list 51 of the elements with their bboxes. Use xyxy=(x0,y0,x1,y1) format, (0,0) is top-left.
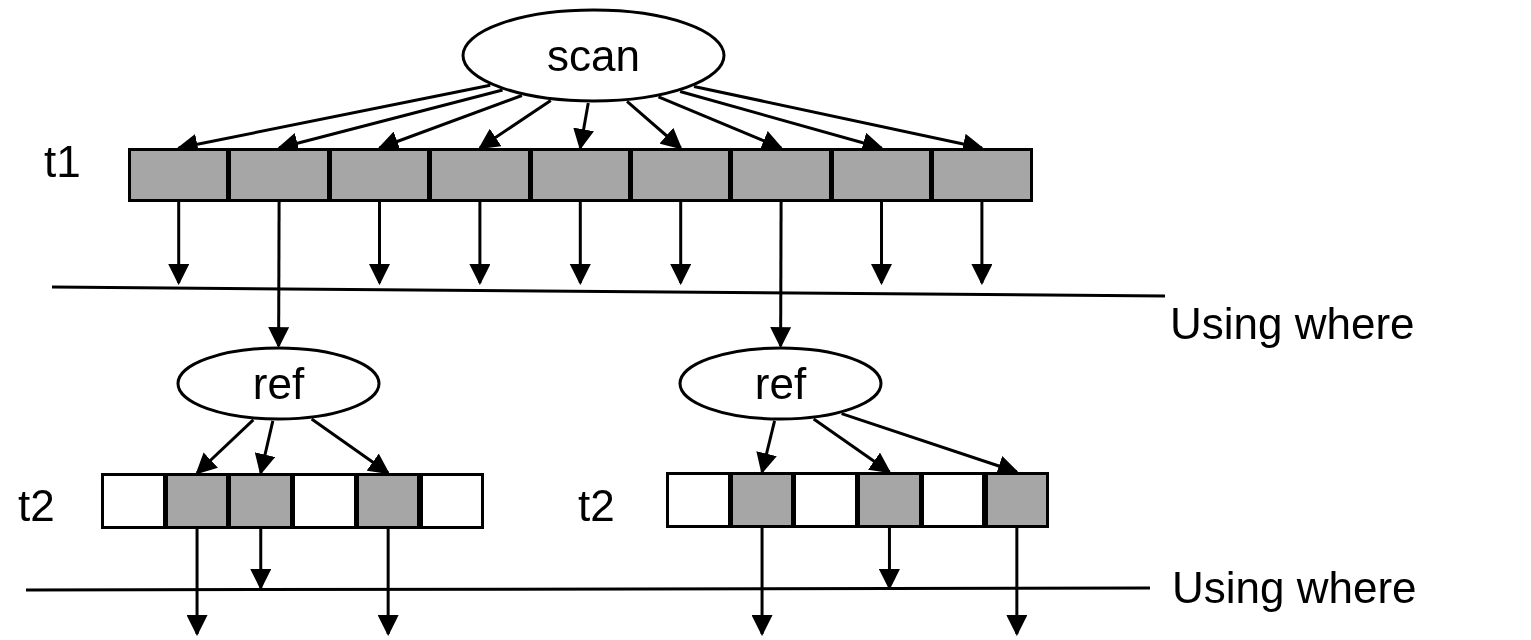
arrow xyxy=(268,202,290,349)
arrow xyxy=(186,529,208,637)
row-cell xyxy=(793,472,859,528)
condition-label: Using where xyxy=(1170,302,1415,346)
arrow xyxy=(971,202,993,286)
node-text: ref xyxy=(252,361,305,406)
arrow xyxy=(770,202,792,349)
row-cell xyxy=(292,473,357,529)
arrow xyxy=(670,202,692,286)
row-cell xyxy=(355,473,421,529)
arrow xyxy=(751,528,773,637)
row-cell xyxy=(630,148,732,202)
row-cell xyxy=(328,148,431,202)
arrow xyxy=(478,99,552,150)
arrow xyxy=(569,202,591,286)
arrow xyxy=(1006,528,1028,637)
row-cell xyxy=(931,148,1033,202)
row-cell xyxy=(729,472,795,528)
row-cell xyxy=(920,472,986,528)
table-label: t2 xyxy=(18,484,55,528)
table-label: t2 xyxy=(578,484,615,528)
arrow xyxy=(369,202,390,286)
row-cell xyxy=(101,473,166,529)
arrow xyxy=(195,418,255,475)
node-text: ref xyxy=(754,361,807,406)
row-cell xyxy=(529,148,631,202)
arrow xyxy=(310,417,390,475)
arrow xyxy=(168,202,190,286)
arrow xyxy=(812,417,892,474)
row-cell xyxy=(830,148,933,202)
arrow xyxy=(377,529,399,637)
ellipse-node xyxy=(461,8,726,103)
row-cell xyxy=(857,472,922,528)
row-cell xyxy=(666,472,731,528)
condition-label: Using where xyxy=(1172,566,1417,610)
table-label: t1 xyxy=(44,140,81,184)
row-cell xyxy=(228,148,330,202)
row-cell xyxy=(429,148,531,202)
row-cell xyxy=(128,148,230,202)
arrow xyxy=(626,100,683,150)
row-cell xyxy=(164,473,230,529)
ellipse-node xyxy=(678,346,883,421)
arrow xyxy=(250,529,272,591)
row-cell xyxy=(419,473,485,529)
arrow xyxy=(871,202,892,286)
row-cell xyxy=(228,473,294,529)
row-cell xyxy=(984,472,1050,528)
row-cell xyxy=(730,148,832,202)
node-text: scan xyxy=(547,33,640,78)
ellipse-node xyxy=(176,346,381,421)
arrow xyxy=(469,202,491,286)
